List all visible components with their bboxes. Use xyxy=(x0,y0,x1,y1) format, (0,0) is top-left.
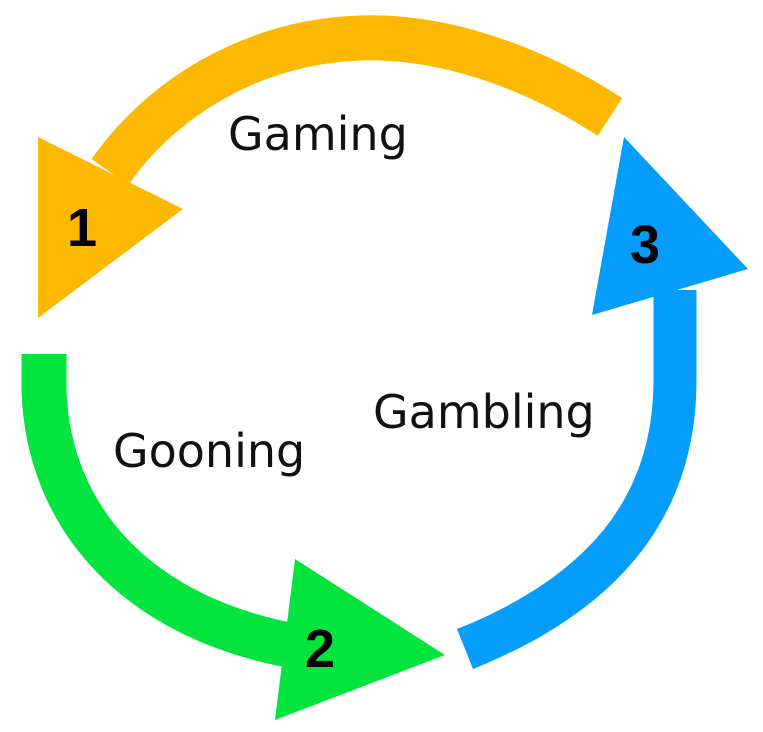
arrow-gaming: 1 xyxy=(38,15,623,318)
label-gambling: Gambling xyxy=(373,385,595,439)
step-number-2: 2 xyxy=(305,619,335,679)
arrowhead-gambling-icon xyxy=(592,137,748,315)
label-gaming: Gaming xyxy=(228,107,408,161)
step-number-3: 3 xyxy=(630,215,660,275)
arrow-gambling: 3 xyxy=(457,137,748,669)
arrowhead-gaming-icon xyxy=(38,137,183,318)
arrow-gooning: 2 xyxy=(21,354,445,720)
arc-gooning xyxy=(21,354,304,670)
step-number-1: 1 xyxy=(67,198,97,258)
arrowhead-gooning-icon xyxy=(275,559,445,720)
arc-gaming xyxy=(91,15,623,186)
arc-gambling xyxy=(457,290,697,669)
label-gooning: Gooning xyxy=(113,424,305,478)
